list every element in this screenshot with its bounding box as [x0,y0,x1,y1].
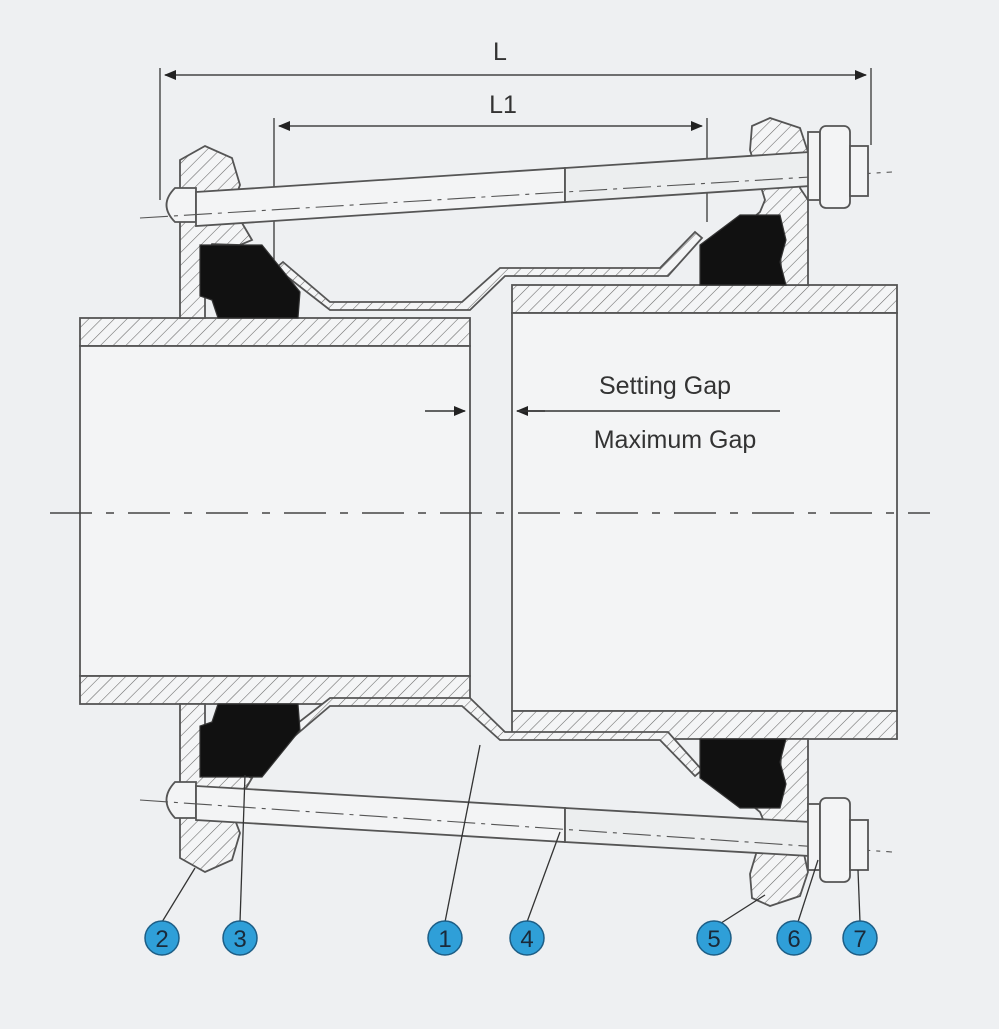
callout-6-label: 6 [787,926,800,953]
callout-2: 2 [144,920,180,956]
dimension-L [159,68,872,200]
center-sleeve [274,230,704,778]
callout-3-label: 3 [233,926,246,953]
callout-6: 6 [776,920,812,956]
callout-4: 4 [509,920,545,956]
callout-4-label: 4 [520,926,533,953]
gasket-right [699,214,787,809]
nut-lower [807,797,869,883]
bolt-upper [139,151,893,227]
left-pipe [79,317,471,705]
callout-5: 5 [696,920,732,956]
callout-3: 3 [222,920,258,956]
callout-1-label: 1 [438,926,451,953]
callout-2-label: 2 [155,926,168,953]
callout-1: 1 [427,920,463,956]
leader-lines [161,744,861,926]
gasket-left [199,244,301,778]
setting-gap-label: Setting Gap [599,372,731,400]
callout-5-label: 5 [707,926,720,953]
callout-7: 7 [842,920,878,956]
maximum-gap-label: Maximum Gap [594,426,757,454]
right-pipe [511,284,898,740]
dimension-label-l: L [493,38,507,66]
nut-upper [807,125,869,209]
bolt-lower [139,781,893,857]
callout-7-label: 7 [853,926,866,953]
dimension-label-l1: L1 [489,91,517,119]
